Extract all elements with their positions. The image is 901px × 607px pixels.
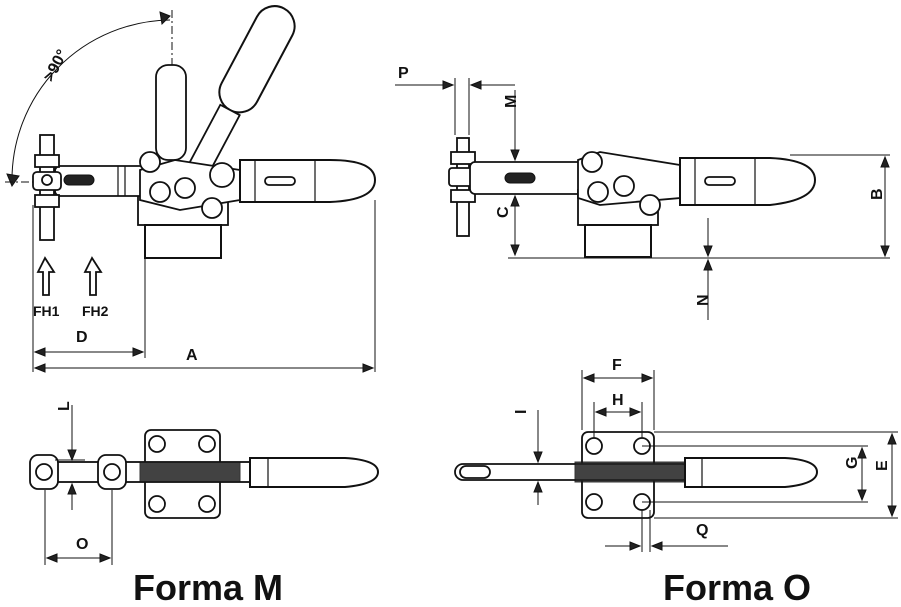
handle-vertical-ghost — [155, 64, 187, 161]
angle-arc — [11, 19, 171, 183]
title-forma-m: Forma M — [133, 567, 283, 607]
side-view-forma-m: >90° — [5, 5, 377, 373]
top-view-forma-o: F H I G E Q — [454, 357, 898, 552]
handle-o — [679, 157, 817, 206]
pivot-4 — [201, 197, 223, 219]
dim-f-label: F — [612, 357, 622, 374]
spindle-nut-top — [34, 154, 60, 168]
dim-c-label: C — [495, 206, 512, 218]
pivot-1 — [139, 151, 161, 173]
dim-b-label: B — [869, 188, 886, 200]
dim-d-label: D — [76, 329, 88, 346]
arc-arrow-top — [159, 11, 171, 26]
dim-q-label: Q — [696, 522, 708, 539]
angle-label: >90° — [41, 47, 72, 85]
base-o — [584, 224, 652, 258]
dim-a-label: A — [186, 347, 198, 364]
fh2-label: FH2 — [82, 303, 109, 319]
fh2-arrow — [83, 256, 103, 296]
pivot-5 — [209, 162, 235, 188]
dim-h-label: H — [612, 392, 624, 409]
dim-i-label: I — [513, 410, 530, 414]
pivot-3 — [174, 177, 196, 199]
title-forma-o: Forma O — [663, 567, 811, 607]
handle-horizontal — [239, 159, 377, 203]
logo-mark — [63, 174, 95, 186]
dim-o-label: O — [76, 536, 88, 553]
dim-m-label: M — [503, 95, 520, 108]
handle-top-o — [684, 457, 819, 488]
arc-arrow-left — [6, 173, 20, 188]
dim-l-label: L — [56, 401, 73, 411]
top-view-forma-m: L O — [29, 401, 380, 565]
handle-top-m — [249, 457, 380, 488]
spindle-nut-bottom — [34, 194, 60, 208]
dim-p-label: P — [398, 65, 409, 82]
dim-g-label: G — [844, 457, 861, 469]
fh1-arrow — [36, 256, 56, 296]
dim-e-label: E — [874, 460, 891, 471]
pivot-2 — [149, 181, 171, 203]
fh1-label: FH1 — [33, 303, 60, 319]
side-view-forma-o: P M C N B — [395, 65, 890, 320]
base-foot — [144, 224, 222, 259]
dim-n-label: N — [695, 294, 712, 306]
